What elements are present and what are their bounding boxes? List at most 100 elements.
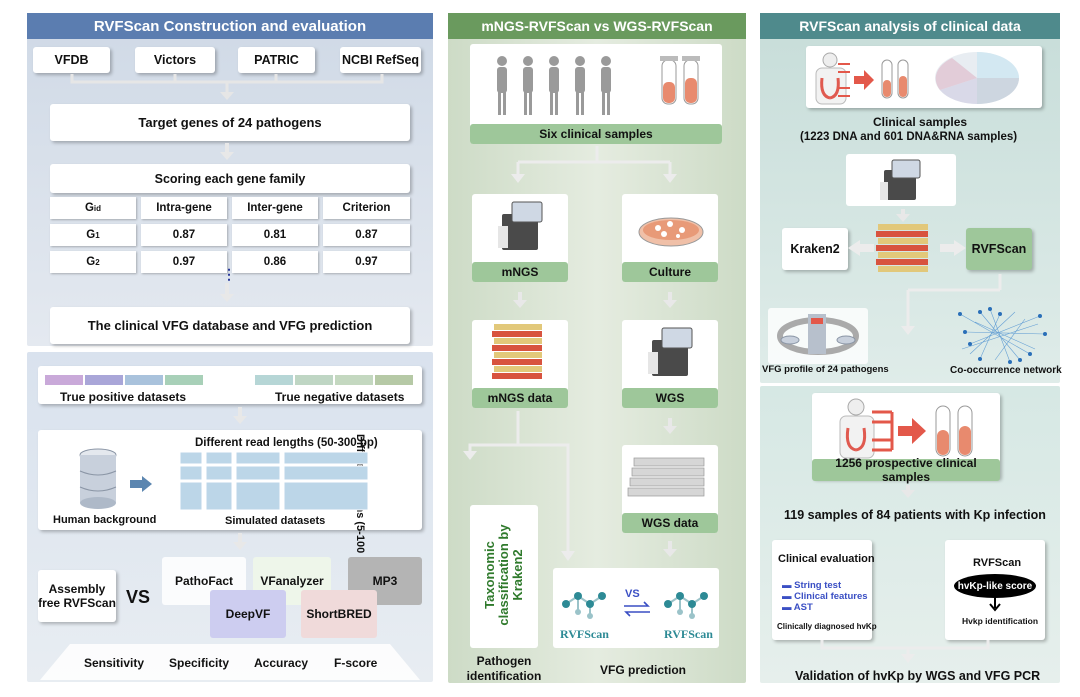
source-vfdb: VFDB (33, 47, 110, 73)
patient-lungs-icon (839, 398, 875, 459)
sequencer-icon (880, 159, 921, 200)
table-header-inter: Inter-gene (232, 197, 318, 219)
arrow-stem (238, 407, 242, 417)
data-stack-icon (492, 324, 542, 379)
pie-chart-icon (935, 52, 1019, 104)
arrow-down-icon (663, 426, 677, 434)
vfg-prediction-label: VFG prediction (600, 663, 687, 677)
human-background-label: Human background (53, 514, 157, 526)
clinical-counts-label: (1223 DNA and 601 DNA&RNA samples) (800, 131, 1018, 143)
arrow-down-icon (663, 300, 677, 308)
arrow-stem (238, 533, 242, 543)
source-ncbi-refseq: NCBI RefSeq (340, 47, 421, 73)
arrow-stem (901, 209, 905, 215)
rvfscan-logo-icon (664, 592, 708, 619)
left-panel-title: RVFScan Construction and evaluation (27, 13, 433, 39)
rvfscan-label-b: RVFScan (664, 627, 713, 641)
petri-dish-icon (638, 217, 704, 247)
prospective-label: 1256 prospective clinical samples (812, 456, 1000, 484)
sequencer-icon (648, 327, 693, 376)
metric-fscore: F-score (334, 656, 378, 670)
arrow-down-icon (989, 598, 1001, 612)
bullet-icon: ▬ (782, 591, 795, 602)
exchange-arrows-icon (624, 601, 650, 617)
mngs-label: mNGS (472, 262, 568, 282)
patient-lungs-icon (815, 52, 847, 105)
rvfscan-eval-title: RVFScan (973, 557, 1022, 569)
table-header-criterion: Criterion (323, 197, 410, 219)
kraken-arrow-icon (848, 240, 874, 256)
rvfscan-arrow-icon (940, 240, 966, 256)
arrow-stem (225, 143, 229, 153)
clinical-eval-title: Clinical evaluation (778, 553, 875, 565)
kraken2-box: Kraken2 (782, 228, 848, 270)
arrow-stem (906, 485, 910, 491)
right-panel-title: RVFScan analysis of clinical data (760, 13, 1060, 39)
table-cell: 0.81 (232, 224, 318, 246)
table-header-intra: Intra-gene (141, 197, 227, 219)
validation-connector (820, 640, 990, 663)
hvkp-id-label: Hvkp identification (962, 616, 1039, 626)
table-cell: 0.86 (232, 251, 318, 273)
ellipsis: ⋮ (222, 266, 236, 282)
read-lengths-label: Different read lengths (50-300 bp) (195, 437, 378, 449)
clinical-eval-box (772, 540, 872, 640)
table-cell: 0.87 (323, 224, 410, 246)
arrow-down-icon (233, 542, 247, 550)
true-negative-label: True negative datasets (275, 390, 405, 404)
arrow-down-icon (663, 549, 677, 557)
source-victors: Victors (135, 47, 215, 73)
eval-item: ▬ Clinical features (782, 591, 868, 602)
sample-flow-icon (872, 405, 973, 457)
source-patric: PATRIC (238, 47, 315, 73)
table-cell: 0.97 (141, 251, 227, 273)
rvfscan-label-a: RVFScan (560, 627, 609, 641)
sample-flow-icon (838, 59, 909, 99)
rvfscan-logo-icon (562, 592, 606, 619)
assembly-free-box: Assembly free RVFScan (38, 570, 116, 622)
human-figures-icon (497, 56, 611, 115)
database-box: The clinical VFG database and VFG predic… (50, 307, 410, 344)
cooccurrence-label: Co-occurrence network (950, 365, 1062, 376)
scoring-title: Scoring each gene family (154, 171, 306, 186)
vs-label: VS (625, 588, 640, 600)
taxonomic-box (470, 505, 538, 648)
eval-item: ▬ AST (782, 602, 813, 613)
vs-label: VS (126, 587, 151, 607)
arrow-right-icon (130, 476, 152, 492)
simulated-datasets-grid (179, 451, 369, 511)
right-branch-connector (901, 274, 1002, 335)
taxonomic-text: Taxonomic classification by Kraken2 (482, 524, 525, 626)
wgs-data-label: WGS data (622, 513, 718, 533)
arrow-down-icon (233, 416, 247, 424)
table-cell: 0.87 (141, 224, 227, 246)
metric-sensitivity: Sensitivity (84, 656, 145, 670)
target-genes-box: Target genes of 24 pathogens (50, 104, 410, 141)
validation-label: Validation of hvKp by WGS and VFG PCR (795, 669, 1041, 683)
database-cylinder-icon (79, 448, 117, 509)
mid-branch-connector (511, 146, 677, 183)
simulated-datasets-label: Simulated datasets (225, 515, 326, 527)
culture-label: Culture (622, 262, 718, 282)
arrow-down-icon (220, 152, 234, 160)
positive-dataset-icons (45, 375, 203, 385)
arrow-down-icon (220, 294, 234, 302)
arrow-stem (668, 292, 672, 301)
table-cell: 0.97 (323, 251, 410, 273)
arrow-stem (668, 418, 672, 427)
arrow-down-icon (513, 300, 527, 308)
arrow-down-icon (901, 490, 915, 498)
pathogen-identification-text: Pathogen identification (466, 654, 542, 683)
metrics-platform (40, 644, 420, 680)
vfg-profile-label: VFG profile of 24 pathogens (762, 364, 889, 375)
mid-panel-title: mNGS-RVFScan vs WGS-RVFScan (448, 13, 746, 39)
bullet-icon: ▬ (782, 602, 794, 613)
data-blocks-icon (627, 457, 705, 497)
negative-dataset-icons (255, 375, 413, 385)
sources-connector (70, 74, 384, 100)
tool-pathofact: PathoFact (162, 557, 246, 605)
six-samples-box: Six clinical samples (470, 124, 722, 144)
taxonomic-label: Taxonomic classification by Kraken2 (482, 505, 525, 645)
